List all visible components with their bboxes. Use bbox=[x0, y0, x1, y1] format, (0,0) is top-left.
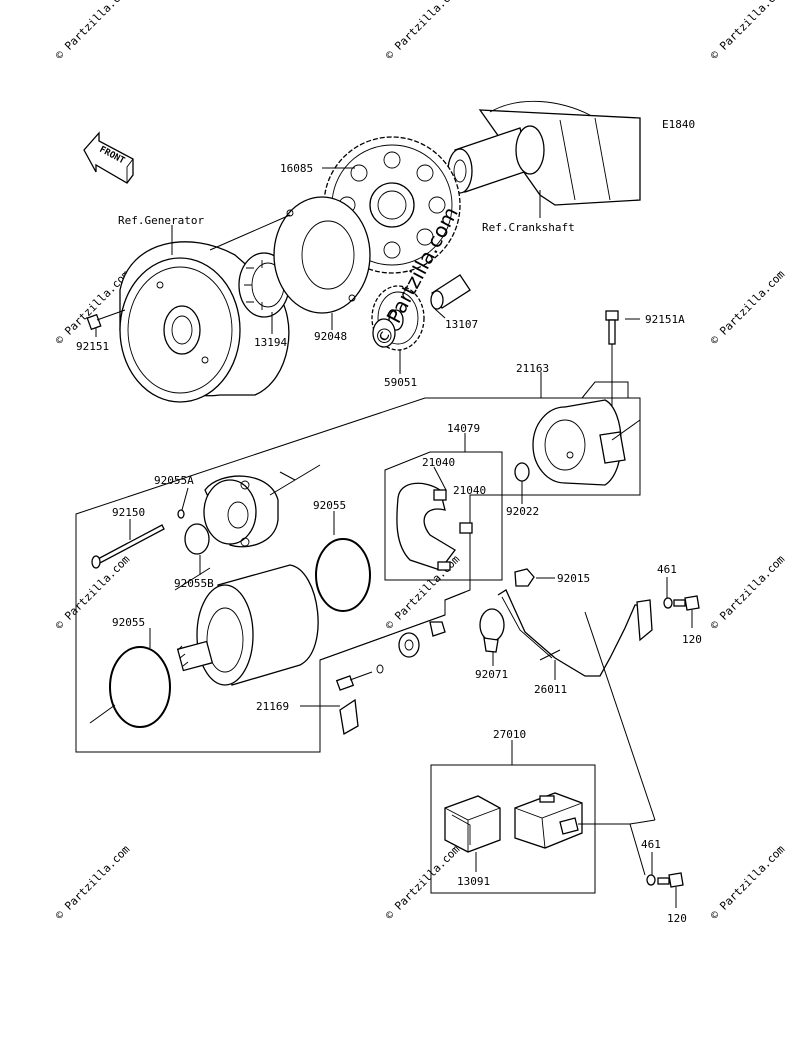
part-label: 13107 bbox=[445, 318, 478, 331]
watermark-layer: © Partzilla.com © Partzilla.com © Partzi… bbox=[53, 0, 788, 922]
part-label: 92055A bbox=[154, 474, 194, 487]
reference-label-crankshaft: Ref.Crankshaft bbox=[482, 221, 575, 234]
watermark: © Partzilla.com bbox=[708, 552, 788, 632]
bolt bbox=[86, 309, 126, 331]
through-bolt bbox=[91, 524, 165, 569]
part-label: 16085 bbox=[280, 162, 313, 175]
part-label: 59051 bbox=[384, 376, 417, 389]
starter-relay bbox=[514, 792, 630, 849]
o-ring bbox=[177, 509, 185, 519]
part-label: 26011 bbox=[534, 683, 567, 696]
part-label: 92022 bbox=[506, 505, 539, 518]
starter-cable bbox=[497, 589, 653, 677]
washer bbox=[646, 874, 656, 886]
nut bbox=[514, 568, 535, 587]
o-ring bbox=[514, 462, 530, 482]
crankshaft-illustration bbox=[447, 100, 641, 206]
part-label: 120 bbox=[667, 912, 687, 925]
part-label: 92151 bbox=[76, 340, 109, 353]
part-label: 92150 bbox=[112, 506, 145, 519]
part-label: 13194 bbox=[254, 336, 287, 349]
part-label: 461 bbox=[657, 563, 677, 576]
watermark: © Partzilla.com bbox=[53, 0, 133, 62]
o-ring bbox=[184, 523, 210, 555]
terminal-kit bbox=[335, 621, 446, 736]
o-ring bbox=[109, 646, 171, 728]
starter-motor bbox=[176, 564, 319, 686]
brush-plate bbox=[396, 482, 473, 571]
part-label: 21040 bbox=[453, 484, 486, 497]
relay-boot bbox=[444, 795, 501, 853]
watermark: © Partzilla.com bbox=[708, 842, 788, 922]
bolt bbox=[673, 595, 700, 611]
part-label: 461 bbox=[641, 838, 661, 851]
part-label: 27010 bbox=[493, 728, 526, 741]
watermark: © Partzilla.com bbox=[53, 842, 133, 922]
assembly-outline bbox=[581, 381, 629, 399]
part-label: 13091 bbox=[457, 875, 490, 888]
watermark: © Partzilla.com bbox=[708, 267, 788, 347]
part-label: 92151A bbox=[645, 313, 685, 326]
part-label: 14079 bbox=[447, 422, 480, 435]
o-ring bbox=[315, 538, 371, 612]
reference-label-generator: Ref.Generator bbox=[118, 214, 204, 227]
front-arrow-icon: FRONT bbox=[83, 131, 134, 184]
terminal-boot bbox=[479, 608, 505, 653]
starter-front-cover bbox=[203, 475, 279, 548]
part-label: 21163 bbox=[516, 362, 549, 375]
part-label: 92055 bbox=[112, 616, 145, 629]
starter-clutch-housing bbox=[273, 196, 371, 314]
part-label: 120 bbox=[682, 633, 702, 646]
part-label: 21040 bbox=[422, 456, 455, 469]
part-label: 92055B bbox=[174, 577, 214, 590]
idler-gear bbox=[371, 285, 425, 351]
bolt bbox=[657, 872, 684, 888]
watermark: © Partzilla.com bbox=[383, 0, 463, 62]
washer bbox=[663, 597, 673, 609]
idler-shaft bbox=[430, 274, 471, 310]
part-label: 92015 bbox=[557, 572, 590, 585]
starter-end-cover bbox=[532, 399, 626, 486]
part-labels: 16085 Ref.Generator Ref.Crankshaft 92151… bbox=[76, 162, 702, 925]
relay-assembly-outline bbox=[430, 764, 596, 894]
part-label: 92048 bbox=[314, 330, 347, 343]
assembly-outline bbox=[319, 614, 446, 661]
leader-lines bbox=[89, 167, 693, 908]
part-label: 21169 bbox=[256, 700, 289, 713]
part-label: 92055 bbox=[313, 499, 346, 512]
diagram-code: E1840 bbox=[662, 118, 695, 131]
watermark: © Partzilla.com bbox=[708, 0, 788, 62]
watermark: © Partzilla.com bbox=[383, 842, 463, 922]
assembly-outline bbox=[384, 451, 503, 581]
part-label: 92071 bbox=[475, 668, 508, 681]
